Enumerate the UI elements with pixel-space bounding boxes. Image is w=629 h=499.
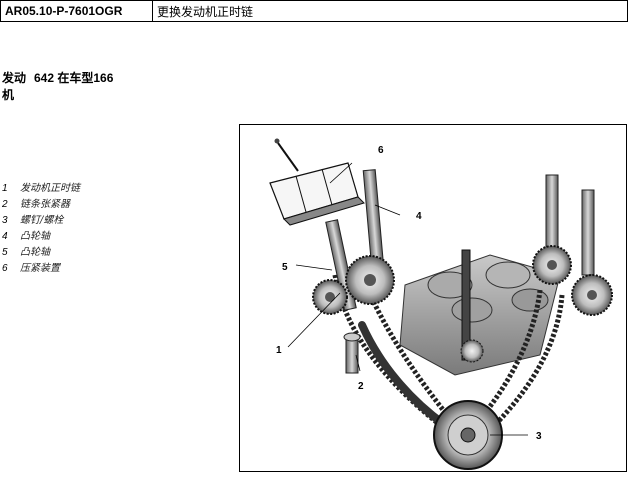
sprocket-left-1 bbox=[312, 279, 348, 315]
callout-5: 5 bbox=[282, 262, 288, 273]
legend-number: 6 bbox=[2, 263, 8, 274]
legend-item: 3 螺钉/螺栓 bbox=[2, 213, 80, 229]
legend-number: 4 bbox=[2, 231, 8, 242]
engine-label: 发动机 bbox=[2, 71, 27, 102]
legend-text: 压紧装置 bbox=[20, 263, 60, 274]
legend-text: 凸轮轴 bbox=[20, 247, 50, 258]
engine-block bbox=[399, 249, 561, 376]
engine-value: 642 在车型166 bbox=[34, 71, 114, 85]
timing-chain-drawing: 6 4 5 1 2 3 bbox=[269, 138, 613, 470]
sprocket-right-1 bbox=[532, 245, 572, 285]
legend-text: 发动机正时链 bbox=[20, 183, 80, 194]
callout-leaders bbox=[287, 162, 528, 436]
engine-timing-illustration: 6 4 5 1 2 3 bbox=[239, 124, 627, 472]
callout-6: 6 bbox=[378, 145, 384, 156]
legend-item: 5 凸轮轴 bbox=[2, 245, 80, 261]
callout-1: 1 bbox=[276, 345, 282, 356]
document-code: AR05.10-P-7601OGR bbox=[0, 0, 153, 22]
chain-guide-rail bbox=[358, 321, 449, 429]
camshaft-right bbox=[545, 174, 595, 276]
parts-legend: 1 发动机正时链 2 链条张紧器 3 螺钉/螺栓 4 凸轮轴 5 凸轮轴 6 压… bbox=[2, 181, 80, 277]
legend-item: 2 链条张紧器 bbox=[2, 197, 80, 213]
legend-number: 1 bbox=[2, 183, 8, 194]
callout-2: 2 bbox=[358, 381, 364, 392]
legend-item: 1 发动机正时链 bbox=[2, 181, 80, 197]
crankshaft-pulley bbox=[433, 339, 503, 470]
legend-text: 凸轮轴 bbox=[20, 231, 50, 242]
legend-number: 3 bbox=[2, 215, 8, 226]
legend-number: 5 bbox=[2, 247, 8, 258]
callout-4: 4 bbox=[416, 211, 422, 222]
legend-item: 4 凸轮轴 bbox=[2, 229, 80, 245]
timing-chain-right bbox=[473, 289, 565, 432]
legend-number: 2 bbox=[2, 199, 8, 210]
sprocket-right-2 bbox=[571, 274, 613, 316]
document-header: AR05.10-P-7601OGR 更换发动机正时链 bbox=[0, 0, 628, 22]
callout-3: 3 bbox=[536, 431, 542, 442]
document-title: 更换发动机正时链 bbox=[152, 0, 628, 22]
sprocket-left-2 bbox=[345, 255, 395, 305]
holding-fixture bbox=[269, 138, 365, 226]
chain-tensioner bbox=[343, 332, 361, 374]
legend-text: 链条张紧器 bbox=[20, 199, 70, 210]
legend-text: 螺钉/螺栓 bbox=[20, 215, 64, 226]
legend-item: 6 压紧装置 bbox=[2, 261, 80, 277]
